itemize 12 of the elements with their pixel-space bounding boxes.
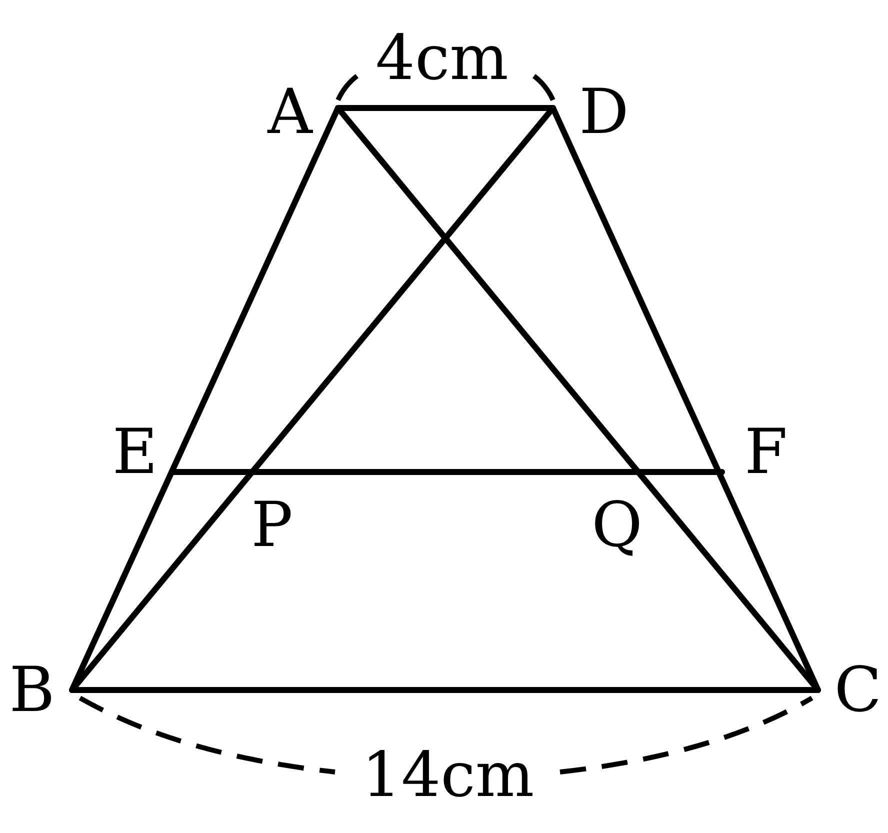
vertex-label: C xyxy=(834,659,882,721)
vertex-label: A xyxy=(268,81,312,143)
line-segment xyxy=(69,105,556,693)
vertex-label: F xyxy=(744,421,788,483)
line-segment xyxy=(335,105,821,693)
vertex-label: P xyxy=(251,494,293,556)
vertex-label: D xyxy=(579,81,629,143)
dimension-label: 14cm xyxy=(362,744,534,806)
dimension-label: 4cm xyxy=(376,27,508,89)
vertex-label: E xyxy=(112,421,158,483)
vertex-label: B xyxy=(9,659,55,721)
vertex-label: Q xyxy=(592,494,642,556)
